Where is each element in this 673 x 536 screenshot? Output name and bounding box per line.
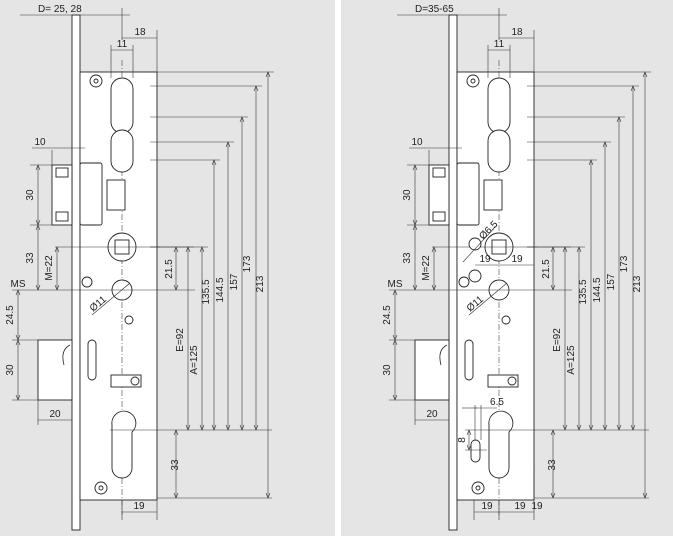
dimension-label: 21.5 [164,259,175,279]
pin [501,315,511,325]
faceplate [71,14,81,531]
dimension-label: 173 [619,255,630,272]
screw-bottom-center [475,485,481,491]
arrowhead [550,246,556,291]
hole-lower [468,269,482,283]
dimension-label: 19 [531,501,543,512]
dimension-label: 19 [481,501,493,512]
dimension-label: 19 [511,254,523,265]
cylinder-cutout [111,410,137,479]
hole-6-5 [468,237,482,251]
dimension-label: 11 [494,39,505,50]
faceplate [448,14,458,531]
dimension-label: 19 [479,254,491,265]
dimension-label: A=125 [189,345,200,375]
dimension-label: 30 [25,189,36,201]
latch-housing [456,162,480,226]
dimension-label: M=22 [44,255,55,281]
dimension-label: 24.5 [382,305,393,325]
diameter-leader [468,282,508,316]
screw-bottom-center [98,485,104,491]
dimension-label: 10 [411,137,423,148]
latch-lever [106,179,126,211]
dimension-label: 144.5 [215,277,226,302]
cylinder-screw-slot [470,439,481,463]
dimension-label: 173 [242,255,253,272]
slot-lower [87,339,97,381]
latch-detail [55,167,69,178]
dimension-label: E=92 [552,328,563,352]
screw-top-center [470,78,476,84]
dimension-label: 24.5 [5,305,16,325]
latch-block-hole [130,376,140,386]
dimension-label: 30 [382,364,393,376]
dimension-label: 135.5 [578,279,589,304]
ms-label: MS [11,279,26,290]
slot-top [487,77,511,134]
dimension-label: M=22 [421,255,432,281]
dimension-label: 6.5 [490,397,504,408]
dimension-label: 21.5 [541,259,552,279]
dimension-label: 157 [606,273,617,290]
dimension-label: 157 [229,273,240,290]
deadbolt [37,339,73,401]
dimension-label: 8 [457,437,468,443]
dimension-label: 18 [511,27,523,38]
diameter-leader [91,282,131,316]
dimension-label: A=125 [566,345,577,375]
dimension-label: 213 [255,275,266,292]
latch-detail [55,211,69,222]
dimension-label: 19 [133,501,145,512]
dimension-label: E=92 [175,328,186,352]
dimension-label: 20 [49,409,61,420]
screw-top-center [93,78,99,84]
dimension-label: 213 [632,275,643,292]
diameter-leader [462,224,498,263]
arrowhead [173,246,179,291]
slot-second [487,129,511,173]
ms-label: MS [388,279,403,290]
dimension-label: 18 [134,27,146,38]
dimension-label: 33 [547,459,558,471]
pin [124,315,134,325]
dimension-label: 33 [402,252,413,264]
latch-block-hole [507,376,517,386]
backset-label: D= 25, 28 [38,4,82,15]
dimension-label: 33 [25,252,36,264]
cylinder-cutout [488,410,514,479]
deadbolt [414,339,450,401]
slot-lower [464,339,474,381]
dimension-label: 20 [426,409,438,420]
latch-lever [483,179,503,211]
deadbolt-hook [62,344,71,366]
latch-detail [432,167,446,178]
latch-detail [432,211,446,222]
arrowhead [466,429,472,451]
dimension-label: 144.5 [592,277,603,302]
screw-mid [81,276,93,288]
dimension-label: 135.5 [201,279,212,304]
backset-label: D=35-65 [415,4,454,15]
dimension-label: 11 [117,39,128,50]
arrowhead [173,429,179,499]
latch-housing [79,162,103,226]
dimension-label: 30 [5,364,16,376]
deadbolt-hook [439,344,448,366]
arrowhead [550,429,556,499]
dimension-label: 33 [170,459,181,471]
slot-top [110,77,134,134]
dimension-label: 30 [402,189,413,201]
screw-mid [458,276,470,288]
dimension-label: 19 [514,501,526,512]
panel-standard-bg [0,0,335,536]
slot-second [110,129,134,173]
dimension-label: 10 [34,137,46,148]
